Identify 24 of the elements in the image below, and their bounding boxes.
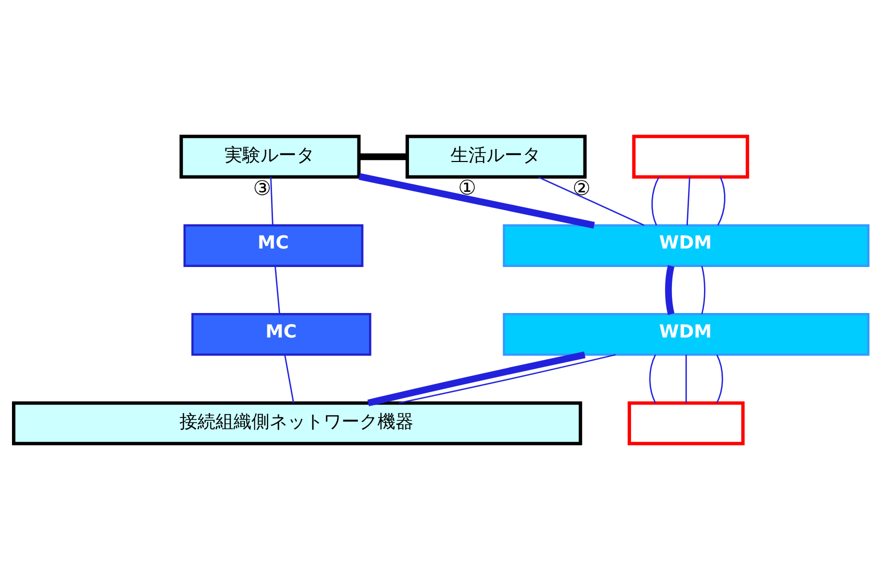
connector	[359, 152, 407, 160]
connector	[284, 354, 294, 403]
connector	[270, 176, 274, 225]
node-box: WDM	[502, 224, 870, 266]
node-box: 実験ルータ	[180, 134, 361, 178]
connector	[717, 176, 726, 226]
connector	[649, 354, 656, 403]
connector	[685, 354, 687, 402]
connector	[398, 354, 616, 404]
connector	[716, 354, 724, 403]
connector	[538, 176, 644, 226]
connector	[358, 172, 595, 228]
node-box	[628, 400, 745, 445]
node-box: MC	[191, 312, 372, 356]
node-box: 接続組織側ネットワーク機器	[12, 400, 582, 445]
node-box: WDM	[502, 312, 870, 356]
node-box: 生活ルータ	[406, 134, 587, 178]
connector	[665, 264, 674, 314]
node-box	[632, 134, 750, 178]
connector	[651, 176, 660, 226]
connector	[274, 265, 280, 314]
connector	[701, 265, 706, 314]
node-box: MC	[183, 224, 364, 266]
connector	[686, 176, 690, 225]
